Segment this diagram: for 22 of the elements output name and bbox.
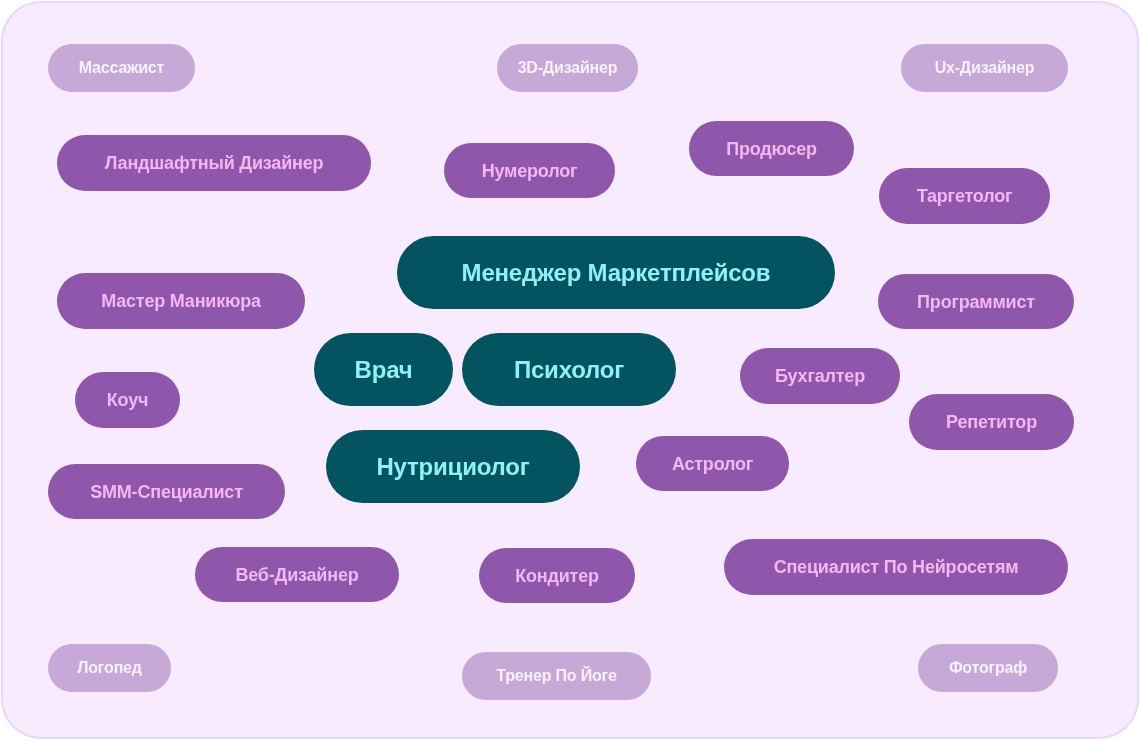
profession-tag: Астролог xyxy=(636,436,789,491)
profession-tag: Мастер Маникюра xyxy=(57,273,305,329)
profession-tag: Веб-Дизайнер xyxy=(195,547,399,602)
faded-profession-tag: Логопед xyxy=(48,644,171,692)
profession-tag: Специалист По Нейросетям xyxy=(724,539,1068,595)
faded-profession-tag: Фотограф xyxy=(918,644,1058,692)
faded-profession-tag: Тренер По Йоге xyxy=(462,652,651,700)
profession-tag: Репетитор xyxy=(909,394,1074,450)
highlighted-profession-tag: Менеджер Маркетплейсов xyxy=(397,236,835,309)
profession-tag: Нумеролог xyxy=(444,143,615,198)
profession-tag: Продюсер xyxy=(689,121,854,176)
highlighted-profession-tag: Нутрициолог xyxy=(326,430,580,503)
profession-tag: Ландшафтный Дизайнер xyxy=(57,135,371,191)
faded-profession-tag: Ux-Дизайнер xyxy=(901,44,1068,92)
faded-profession-tag: Массажист xyxy=(48,44,195,92)
highlighted-profession-tag: Психолог xyxy=(462,333,676,406)
profession-tag: Программист xyxy=(878,274,1074,329)
profession-tag: Кондитер xyxy=(479,548,635,603)
profession-tag: Таргетолог xyxy=(879,168,1050,224)
faded-profession-tag: 3D-Дизайнер xyxy=(497,44,638,92)
profession-tag: Бухгалтер xyxy=(740,348,900,404)
profession-tag: SMM-Специалист xyxy=(48,464,285,519)
